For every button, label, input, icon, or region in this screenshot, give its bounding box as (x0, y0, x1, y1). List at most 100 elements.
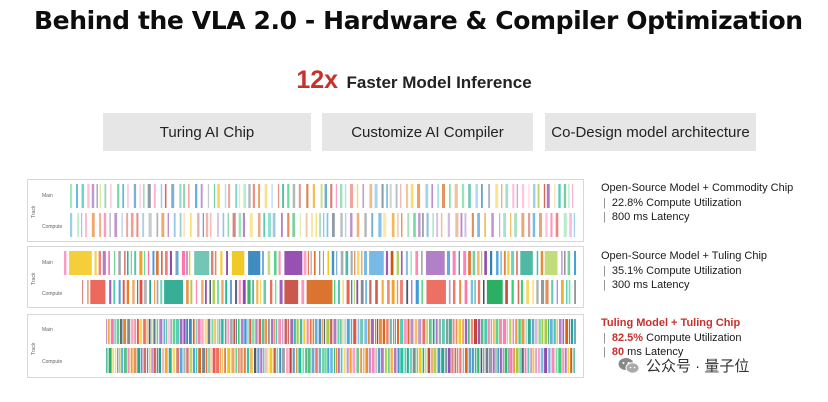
trace-block (257, 348, 260, 373)
trace-block (357, 319, 360, 344)
trace-block (108, 348, 112, 373)
trace-block (569, 319, 571, 344)
trace-block (119, 348, 121, 373)
trace-block (406, 348, 409, 373)
trace-block (342, 319, 344, 344)
trace-block (530, 348, 532, 373)
trace-block (305, 213, 308, 237)
trace-block (558, 319, 562, 344)
trace-block (326, 319, 330, 344)
trace-block (343, 348, 346, 373)
trace-block (527, 348, 530, 373)
trace-block (403, 319, 407, 344)
trace-block (362, 184, 365, 208)
trace-block (124, 251, 126, 275)
trace-block (306, 184, 309, 208)
trace-block (318, 319, 321, 344)
trace-block (397, 348, 400, 373)
trace-block (118, 280, 121, 304)
trace-block (289, 348, 292, 373)
trace-block (127, 319, 131, 344)
trace-block (181, 251, 186, 275)
trace-block (510, 213, 512, 237)
trace-block (188, 184, 190, 208)
trace-block (143, 319, 146, 344)
trace-block (153, 184, 156, 208)
row-label-compute: Compute (42, 224, 63, 230)
trace-block (314, 251, 316, 275)
trace-block (562, 348, 565, 373)
trace-block (164, 184, 167, 208)
trace-block (558, 184, 561, 208)
trace-block (463, 251, 467, 275)
trace-block (168, 348, 172, 373)
trace-block (258, 184, 261, 208)
trace-block (537, 184, 540, 208)
trace-block (459, 348, 462, 373)
trace-block (374, 184, 378, 208)
trace-block (200, 184, 203, 208)
trace-block (544, 319, 548, 344)
trace-block (333, 319, 337, 344)
trace-block (175, 319, 179, 344)
trace-block (247, 319, 249, 344)
trace-block (484, 319, 488, 344)
trace-block (427, 348, 431, 373)
trace-block (432, 213, 434, 237)
trace-block (170, 319, 172, 344)
trace-block (489, 348, 492, 373)
trace-block (227, 348, 231, 373)
trace-block (464, 348, 468, 373)
trace-block (212, 348, 216, 373)
utilization-label: Compute Utilization (646, 332, 742, 344)
trace-block (127, 184, 129, 208)
trace-block (477, 213, 480, 237)
trace-block (345, 251, 349, 275)
page-title: Behind the VLA 2.0 - Hardware & Compiler… (34, 6, 803, 35)
trace-block (221, 280, 224, 304)
trace-block (279, 280, 283, 304)
trace-block (369, 184, 373, 208)
trace-block (455, 319, 458, 344)
utilization-value: 22.8% (611, 197, 644, 209)
trace-block (512, 319, 515, 344)
trace-block (385, 251, 389, 275)
trace-block (108, 319, 110, 344)
trace-block (500, 251, 502, 275)
trace-block (425, 348, 427, 373)
trace-block (220, 251, 223, 275)
trace-block (202, 213, 204, 237)
trace-block (533, 184, 536, 208)
trace-block (148, 213, 152, 237)
trace-block (137, 280, 139, 304)
trace-block (224, 319, 227, 344)
trace-block (143, 251, 145, 275)
trace-block (531, 319, 535, 344)
trace-block (162, 348, 164, 373)
speedup-text: Faster Model Inference (346, 73, 532, 92)
trace-block (495, 184, 499, 208)
trace-block (151, 319, 153, 344)
trace-block (448, 319, 452, 344)
trace-block (197, 213, 200, 237)
trace-block (206, 348, 208, 373)
trace-block (235, 348, 238, 373)
trace-block (501, 184, 503, 208)
trace-block (495, 319, 499, 344)
trace-block (371, 213, 374, 237)
trace-block (270, 319, 274, 344)
trace-block (263, 213, 266, 237)
trace-block (464, 280, 468, 304)
trace-block (499, 213, 501, 237)
trace-block (356, 280, 359, 304)
trace-block (108, 251, 110, 275)
trace-block (235, 319, 237, 344)
trace-block (276, 319, 278, 344)
trace-block (147, 184, 151, 208)
trace-block (556, 280, 558, 304)
trace-block (505, 280, 508, 304)
trace-block (432, 319, 435, 344)
trace-block (333, 280, 336, 304)
trace-block (524, 348, 527, 373)
trace-block (456, 348, 459, 373)
